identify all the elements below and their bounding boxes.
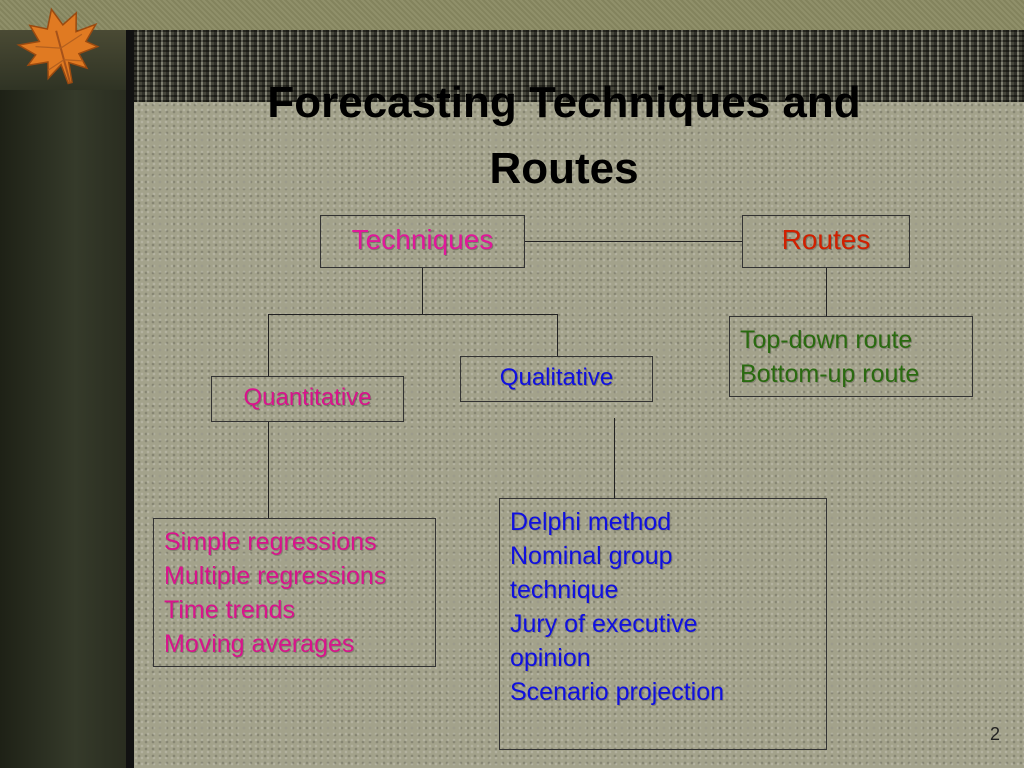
page-number: 2 [989,724,1000,744]
slide-texture-strip [134,30,1024,102]
connector-techniques-down [422,268,423,314]
top-band [0,0,1024,30]
connector-routes-down [826,268,827,316]
title-line-1: Forecasting Techniques and [267,78,861,127]
list-item: Delphi method [510,508,672,536]
qualitative-box: Qualitative [460,356,653,402]
list-item: Simple regressions [164,528,377,556]
list-item: Bottom-up route [740,360,920,388]
list-item: Multiple regressions [164,562,387,590]
title-line-2: Routes [489,144,639,193]
connector-to-quantitative [268,314,269,376]
quantitative-label: Quantitative [243,384,372,411]
list-item: technique [510,576,619,604]
list-item: Moving averages [164,630,355,658]
connector-quantitative-down [268,422,269,518]
techniques-box: Techniques [320,215,525,268]
list-item: Time trends [164,596,296,624]
list-item: opinion [510,644,591,672]
list-item: Jury of executive [510,610,698,638]
connector-techniques-routes [524,241,742,242]
quantitative-methods-box: Simple regressions Multiple regressions … [153,518,436,667]
quantitative-box: Quantitative [211,376,404,422]
connector-branch-horizontal [268,314,558,315]
routes-box: Routes [742,215,910,268]
list-item: Scenario projection [510,678,725,706]
quantitative-methods-list: Simple regressions Multiple regressions … [164,525,386,661]
route-types-list: Top-down route Bottom-up route [740,323,919,391]
maple-leaf-icon [16,7,100,85]
list-item: Nominal group [510,542,673,570]
connector-to-qualitative [557,314,558,356]
connector-qualitative-down [614,418,615,498]
list-item: Top-down route [740,326,913,354]
qualitative-methods-list: Delphi method Nominal group technique Ju… [510,505,724,709]
route-types-box: Top-down route Bottom-up route [729,316,973,397]
routes-label: Routes [781,224,871,255]
left-sidebar-strip [0,30,126,768]
slide-canvas [126,30,1024,768]
techniques-label: Techniques [351,224,494,255]
slide-title: Forecasting Techniques and Routes [134,70,994,202]
qualitative-methods-box: Delphi method Nominal group technique Ju… [499,498,827,750]
qualitative-label: Qualitative [499,364,614,391]
